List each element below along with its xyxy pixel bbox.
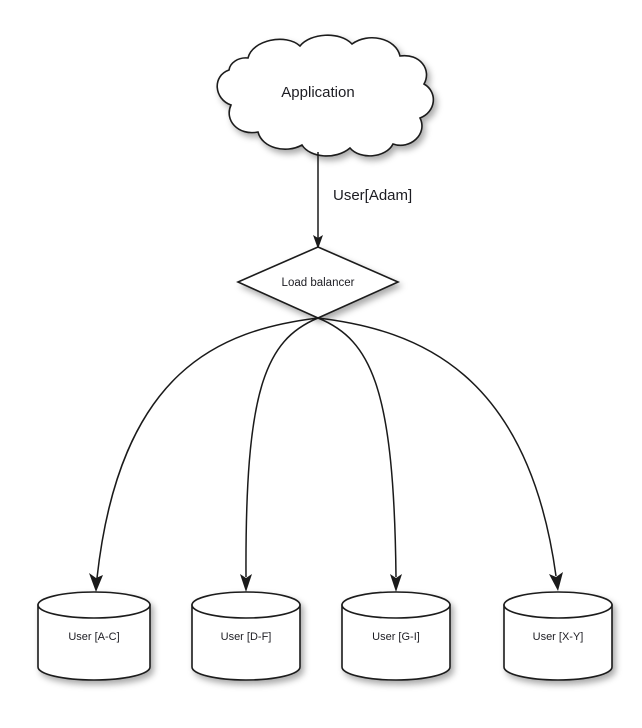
- edge-curve-1: [96, 317, 319, 579]
- arrow-head-db-3: [390, 574, 402, 592]
- arrow-head-db-4: [549, 572, 563, 591]
- edge-curve-2: [245, 317, 319, 578]
- edge-balancer-to-db-1: [89, 317, 319, 592]
- cloud-shape: [216, 34, 435, 157]
- cylinder-top-3: [341, 591, 451, 619]
- edge-balancer-to-db-3: [317, 317, 402, 592]
- cylinder-body-1: [37, 604, 151, 681]
- edge-curve-4: [317, 317, 557, 577]
- arrow-head-db-2: [240, 574, 252, 592]
- arrow-head-db-1: [89, 573, 103, 592]
- edge-balancer-to-db-4: [317, 317, 563, 591]
- node-application-cloud[interactable]: Application: [216, 34, 435, 157]
- edge-application-to-balancer: User[Adam]: [313, 152, 412, 249]
- edge-label-user-adam: User[Adam]: [333, 187, 412, 204]
- cylinder-top-4: [503, 591, 613, 619]
- cylinder-body-4: [503, 604, 613, 681]
- database-label-1: User [A-C]: [68, 631, 119, 643]
- cylinder-top-1: [37, 591, 151, 619]
- node-database-4[interactable]: User [X-Y]: [503, 591, 613, 681]
- cylinder-body-2: [191, 604, 301, 681]
- arrow-head-balancer: [313, 235, 323, 249]
- cylinder-body-3: [341, 604, 451, 681]
- cylinder-top-2: [191, 591, 301, 619]
- database-label-3: User [G-I]: [372, 631, 420, 643]
- node-database-2[interactable]: User [D-F]: [191, 591, 301, 681]
- node-database-3[interactable]: User [G-I]: [341, 591, 451, 681]
- database-label-4: User [X-Y]: [533, 631, 584, 643]
- cloud-label: Application: [281, 84, 354, 101]
- node-database-1[interactable]: User [A-C]: [37, 591, 151, 681]
- load-balancer-label: Load balancer: [282, 277, 355, 289]
- node-load-balancer[interactable]: Load balancer: [236, 246, 400, 319]
- edge-balancer-to-db-2: [240, 317, 319, 592]
- edge-curve-3: [317, 317, 397, 578]
- edge-group-balancer-to-databases: [89, 317, 563, 592]
- database-label-2: User [D-F]: [221, 631, 272, 643]
